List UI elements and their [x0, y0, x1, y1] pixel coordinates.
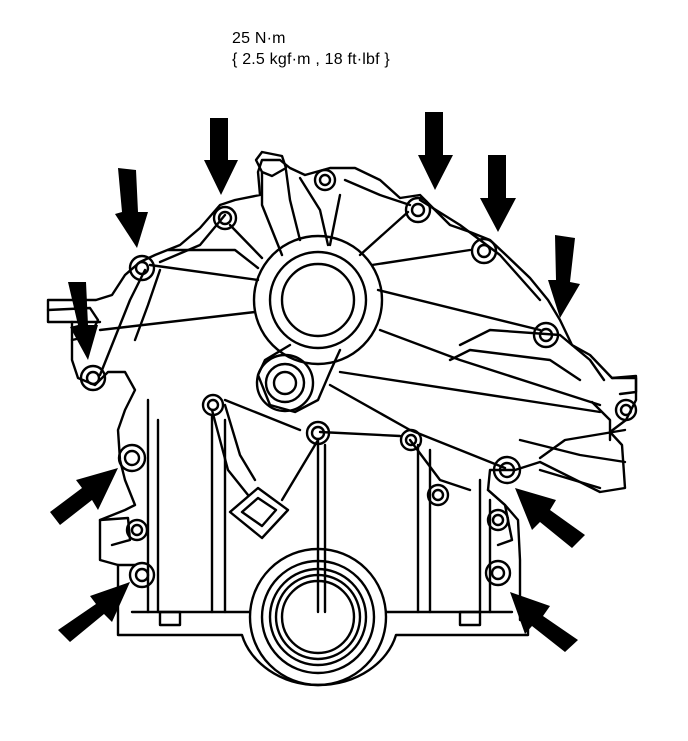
- bolt-indicator-arrow-icon: [510, 592, 578, 652]
- bolt-boss: [128, 561, 156, 589]
- bolt-boss: [404, 196, 432, 224]
- bolt-boss: [117, 443, 147, 473]
- bolt-indicator-arrows: [50, 112, 585, 652]
- bolt-boss: [532, 321, 560, 349]
- bolt-indicator-arrow-icon: [480, 155, 516, 232]
- bolt-indicator-arrow-icon: [418, 112, 453, 190]
- torque-value-alt-units: { 2.5 kgf·m , 18 ft·lbf }: [232, 51, 390, 68]
- bolt-indicator-arrow-icon: [115, 168, 148, 248]
- bolt-indicator-arrow-icon: [50, 468, 118, 525]
- bolt-boss: [212, 205, 238, 231]
- bolt-indicator-arrow-icon: [548, 235, 580, 318]
- torque-value-metric: 25 N·m: [232, 30, 286, 47]
- bolt-boss: [484, 559, 512, 587]
- bolt-indicator-arrow-icon: [515, 488, 585, 548]
- bolt-boss: [492, 455, 522, 485]
- bolt-indicator-arrow-icon: [204, 118, 238, 195]
- bolt-bosses: [79, 196, 638, 589]
- bolt-indicator-arrow-icon: [58, 582, 130, 642]
- bolt-indicator-arrow-icon: [68, 282, 98, 360]
- bolt-boss: [128, 254, 156, 282]
- torque-specification: 25 N·m { 2.5 kgf·m , 18 ft·lbf }: [232, 28, 390, 70]
- bolt-boss: [79, 364, 107, 392]
- bolt-boss: [470, 237, 498, 265]
- bolt-boss: [614, 398, 638, 422]
